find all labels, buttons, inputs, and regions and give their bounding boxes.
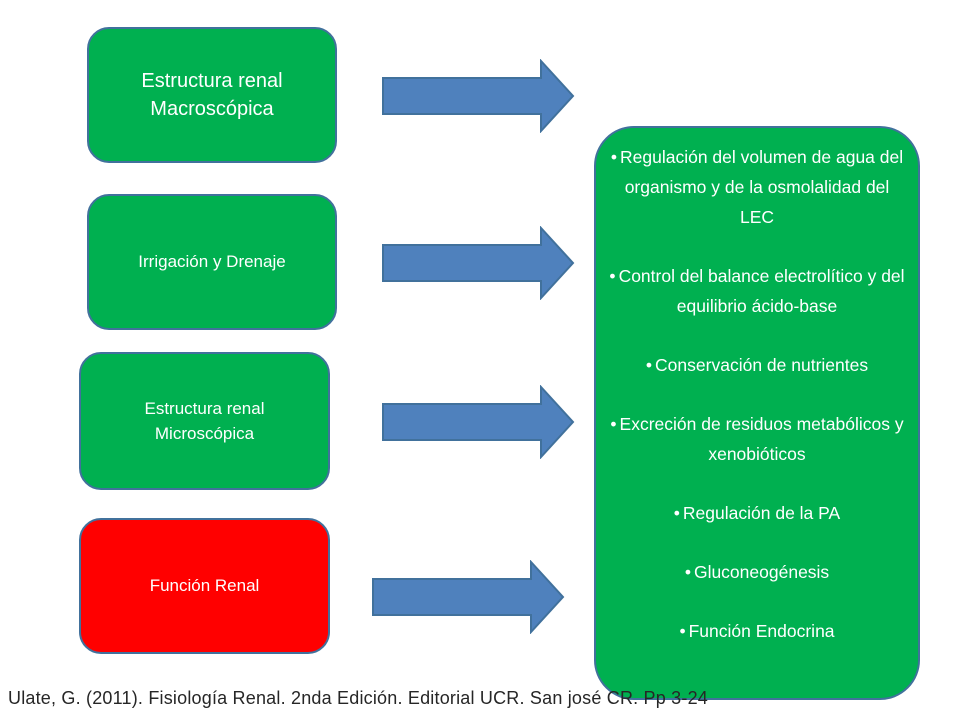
arrow-right-icon [372, 560, 565, 634]
bullet-icon: • [645, 355, 653, 375]
list-item-text: Función Endocrina [688, 621, 835, 641]
list-item: •Función Endocrina [606, 616, 908, 646]
box-label-line: Función Renal [149, 576, 260, 596]
box-label: Estructura renal Microscópica [145, 396, 265, 447]
box-irrigacion-drenaje: Irrigación y Drenaje [87, 194, 337, 330]
box-label-line: Estructura renal [144, 398, 265, 418]
box-label: Función Renal [150, 573, 260, 599]
box-label: Estructura renal Macroscópica [141, 67, 282, 123]
bullet-icon: • [679, 621, 686, 641]
bullet-icon: • [609, 266, 616, 286]
list-item-text: Excreción de residuos metabólicos y xeno… [619, 414, 904, 464]
list-item: •Regulación de la PA [606, 498, 908, 528]
renal-functions-list: •Regulación del volumen de agua del orga… [606, 142, 908, 646]
list-item: •Control del balance electrolítico y del… [606, 261, 908, 321]
box-label: Irrigación y Drenaje [138, 249, 285, 275]
list-item-text: Regulación de la PA [682, 503, 841, 523]
box-label-line: Microscópica [154, 424, 255, 443]
bullet-icon: • [610, 414, 617, 434]
bullet-icon: • [684, 562, 691, 582]
list-item-text: Gluconeogénesis [693, 562, 830, 582]
list-item: •Excreción de residuos metabólicos y xen… [606, 409, 908, 469]
list-item: •Conservación de nutrientes [606, 350, 908, 380]
box-label-line: Macroscópica [150, 98, 274, 120]
arrow-right-icon [382, 59, 575, 133]
list-item: •Regulación del volumen de agua del orga… [606, 142, 908, 232]
list-item-text: Regulación del volumen de agua del organ… [620, 147, 904, 227]
bullet-icon: • [673, 503, 680, 523]
citation-text: Ulate, G. (2011). Fisiología Renal. 2nda… [8, 688, 708, 708]
box-label-line: Irrigación y Drenaje [138, 252, 286, 272]
arrow-right-icon [382, 226, 575, 300]
box-label-line: Estructura renal [141, 70, 283, 92]
box-estructura-macroscopica: Estructura renal Macroscópica [87, 27, 337, 163]
renal-functions-panel: •Regulación del volumen de agua del orga… [594, 126, 920, 700]
box-funcion-renal: Función Renal [79, 518, 330, 654]
arrow-right-icon [382, 385, 575, 459]
list-item: •Gluconeogénesis [606, 557, 908, 587]
bullet-icon: • [610, 147, 617, 167]
box-estructura-microscopica: Estructura renal Microscópica [79, 352, 330, 490]
list-item-text: Control del balance electrolítico y del … [618, 266, 905, 316]
list-item-text: Conservación de nutrientes [655, 355, 869, 375]
